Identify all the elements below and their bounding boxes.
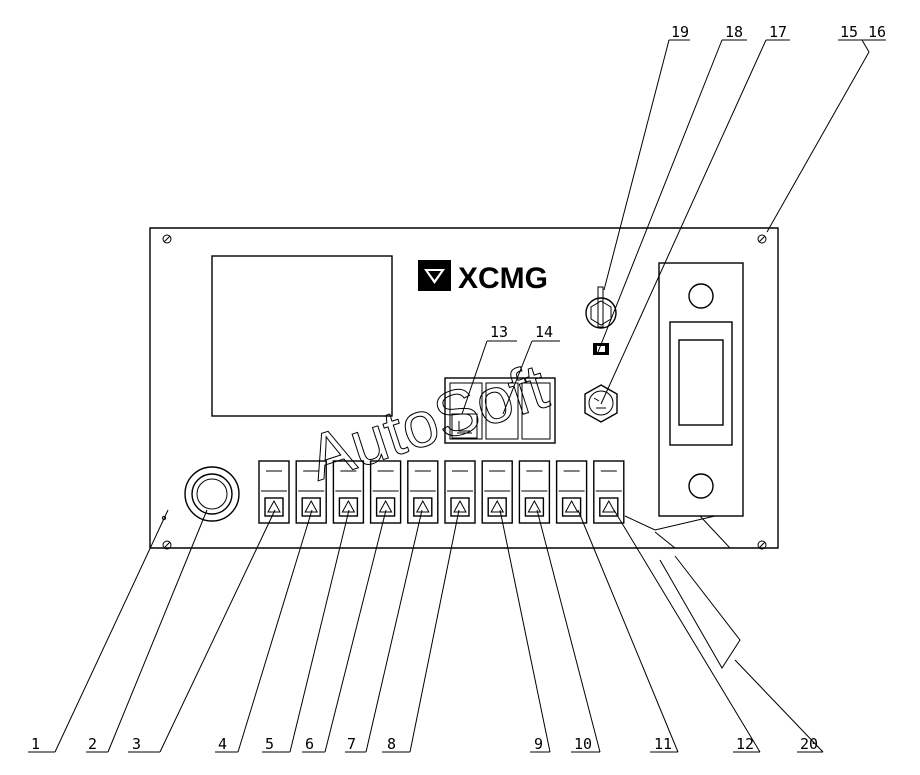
rocker-switch[interactable] <box>369 460 402 524</box>
callout-15: 15 <box>840 23 858 41</box>
callout-8: 8 <box>387 735 396 753</box>
mounting-screw-icon <box>162 234 767 550</box>
rocker-switch-row <box>258 460 625 524</box>
callout-10: 10 <box>574 735 592 753</box>
callout-labels: 1 2 3 4 5 6 7 8 9 10 11 12 20 13 14 19 1… <box>31 23 886 753</box>
callout-4: 4 <box>218 735 227 753</box>
rocker-switch[interactable] <box>555 460 588 524</box>
cab-light-icon <box>487 497 507 517</box>
callout-6: 6 <box>305 735 314 753</box>
door-switch-group <box>444 377 556 444</box>
rocker-switch[interactable] <box>407 460 439 524</box>
heater-icon <box>561 497 582 517</box>
callout-5: 5 <box>265 735 274 753</box>
hazard-warning-icon <box>524 497 545 517</box>
watermark: AutoSoft <box>300 350 556 494</box>
rocker-switch[interactable] <box>444 460 476 524</box>
callout-9: 9 <box>534 735 543 753</box>
callout-16: 16 <box>868 23 886 41</box>
round-button[interactable] <box>184 466 240 522</box>
callout-18: 18 <box>725 23 743 41</box>
callout-2: 2 <box>88 735 97 753</box>
rocker-switch[interactable] <box>258 460 290 524</box>
rocker-switch[interactable] <box>481 460 513 524</box>
callout-19: 19 <box>671 23 689 41</box>
right-switch-module <box>658 262 744 517</box>
hazard-beacon-icon <box>264 497 284 517</box>
callout-12: 12 <box>736 735 754 753</box>
leader-lines <box>28 39 886 753</box>
work-light-side-right-icon <box>413 497 433 517</box>
xcmg-logo-icon <box>418 260 451 291</box>
callout-20: 20 <box>800 735 818 753</box>
air-conditioner-icon <box>599 497 619 517</box>
wiper-icon <box>450 497 470 517</box>
callout-17: 17 <box>769 23 787 41</box>
display-window <box>211 255 393 417</box>
callout-13: 13 <box>490 323 508 341</box>
callout-1: 1 <box>31 735 40 753</box>
rocker-switch[interactable] <box>332 460 365 524</box>
callout-3: 3 <box>132 735 141 753</box>
rocker-switch[interactable] <box>593 460 625 524</box>
brand-name: XCMG <box>458 262 548 295</box>
horn-button[interactable] <box>584 384 618 423</box>
callout-11: 11 <box>654 735 672 753</box>
ignition-key-switch[interactable] <box>585 286 617 355</box>
rocker-switch[interactable] <box>518 460 551 524</box>
callout-14: 14 <box>535 323 553 341</box>
panel-outline <box>149 227 779 549</box>
callout-7: 7 <box>347 735 356 753</box>
